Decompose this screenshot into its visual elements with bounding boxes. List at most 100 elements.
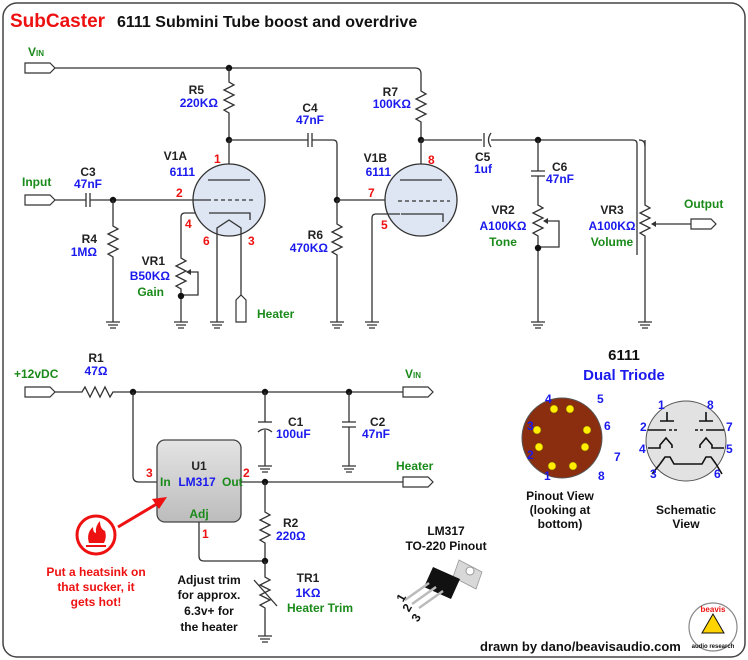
v1a-value: 6111 <box>170 165 196 179</box>
c2-value: 47nF <box>362 427 390 441</box>
net-output-label: Output <box>684 197 723 211</box>
r1-value: 47Ω <box>85 364 108 378</box>
tr1-value: 1KΩ <box>296 586 321 600</box>
r5-value: 220KΩ <box>180 96 219 110</box>
v1b-value: 6111 <box>366 165 392 179</box>
net-vin-label: VIN <box>28 45 44 59</box>
net-heater-right-label: Heater <box>396 459 434 473</box>
schem-pin-label: 1 <box>658 398 665 412</box>
heater-port-top[interactable] <box>235 294 247 323</box>
ground-icon <box>365 318 379 329</box>
c6-vr2-branch <box>531 140 545 318</box>
ground-icon <box>531 318 545 329</box>
socket-pin-label: 5 <box>597 392 604 406</box>
c2-ref: C2 <box>370 415 386 429</box>
junction <box>177 292 185 300</box>
r1-resistor-rail <box>55 385 403 399</box>
heatsink-note-line: that sucker, it <box>57 580 134 594</box>
vr3-value: A100KΩ <box>589 219 636 233</box>
v1b-cathode <box>401 213 444 222</box>
tr1-name: Heater Trim <box>287 601 353 615</box>
socket-pin-label: 8 <box>598 469 605 483</box>
v1a-heater <box>216 219 242 240</box>
ground-icon <box>258 462 272 473</box>
trim-note-line: for approx. <box>178 588 241 602</box>
c1-ref: C1 <box>288 415 304 429</box>
tr1-trim-line <box>253 579 278 607</box>
vr1-ref: VR1 <box>142 254 166 268</box>
schem-pin-label: 7 <box>726 420 733 434</box>
net-vin-right-label: VIN <box>405 367 421 381</box>
tube-schematic-view <box>645 400 727 482</box>
wire-output <box>421 139 638 255</box>
v1a-pin-2: 2 <box>176 186 183 200</box>
svg-text:beavis: beavis <box>701 605 726 614</box>
input-port[interactable] <box>24 194 56 206</box>
c3-value: 47nF <box>74 177 102 191</box>
vr1-potentiometer <box>174 212 195 318</box>
u1-ref: U1 <box>191 459 207 473</box>
socket-pin-label: 3 <box>527 419 534 433</box>
c5-curved-plate <box>487 132 492 148</box>
trim-note-line: Adjust trim <box>177 573 240 587</box>
vr2-name: Tone <box>489 235 517 249</box>
ground-icon <box>342 462 356 473</box>
r7-resistor <box>414 85 428 140</box>
r1-ref: R1 <box>88 351 104 365</box>
junction <box>534 244 542 252</box>
ground-icon <box>258 632 272 643</box>
trim-note-line: the heater <box>180 620 238 634</box>
pinout-subtitle: Dual Triode <box>583 367 665 384</box>
title-brand: SubCaster <box>10 11 106 32</box>
vin-port[interactable] <box>24 62 56 74</box>
r4-ref: R4 <box>82 232 98 246</box>
tr1-ref: TR1 <box>297 571 320 585</box>
to220-package-icon <box>404 559 483 610</box>
socket-pin-dot <box>568 461 578 471</box>
heatsink-note-line: Put a heatsink on <box>46 565 145 579</box>
u1-pin-out: Out <box>222 475 243 489</box>
warning-arrow <box>117 500 161 529</box>
r4-value: 1MΩ <box>71 245 98 259</box>
r2-ref: R2 <box>283 516 299 530</box>
vr3-potentiometer <box>638 140 652 318</box>
c3-ref: C3 <box>80 165 96 179</box>
output-port[interactable] <box>690 218 717 230</box>
r4-resistor <box>106 200 120 318</box>
v1b-tube <box>384 163 458 237</box>
u1-pin-in: In <box>160 475 171 489</box>
c2-capacitor <box>342 421 356 428</box>
heater-out-port[interactable] <box>402 476 434 488</box>
c4-capacitor <box>307 133 313 147</box>
r6-ref: R6 <box>308 228 324 242</box>
socket-pin-dot <box>549 404 559 414</box>
socket-pins <box>532 404 592 471</box>
r2-resistor <box>258 482 272 561</box>
wire-vr3-top <box>638 139 646 147</box>
socket-pin-label: 6 <box>604 419 611 433</box>
vr1-value: B50KΩ <box>130 269 171 283</box>
12v-port[interactable] <box>24 386 56 398</box>
u1-pin-adj: Adj <box>189 507 208 521</box>
socket-pin-label: 7 <box>614 450 621 464</box>
footer-credit: drawn by dano/beavisaudio.com <box>480 639 681 654</box>
vr1-wiper-arrow <box>186 269 191 275</box>
vr2-value: A100KΩ <box>480 219 527 233</box>
wire-u1-in <box>132 392 157 483</box>
vr2-ref: VR2 <box>491 203 515 217</box>
wire-c4 <box>229 139 338 200</box>
vin-out-port[interactable] <box>402 386 434 398</box>
v1b-pin-8: 8 <box>428 153 435 167</box>
r5-resistor <box>222 68 236 140</box>
lm317-title: LM317 <box>427 524 465 538</box>
vr3-name: Volume <box>591 235 634 249</box>
v1a-cathode <box>209 212 251 220</box>
v1b-pin-7: 7 <box>368 186 375 200</box>
v1a-pin-1: 1 <box>214 152 221 166</box>
vr2-wiper <box>538 220 560 248</box>
u1-pin-3: 3 <box>146 466 153 480</box>
v1a-pin-3: 3 <box>248 234 255 248</box>
pinout-caption-line: bottom) <box>538 517 583 531</box>
v1b-pin-5: 5 <box>381 218 388 232</box>
